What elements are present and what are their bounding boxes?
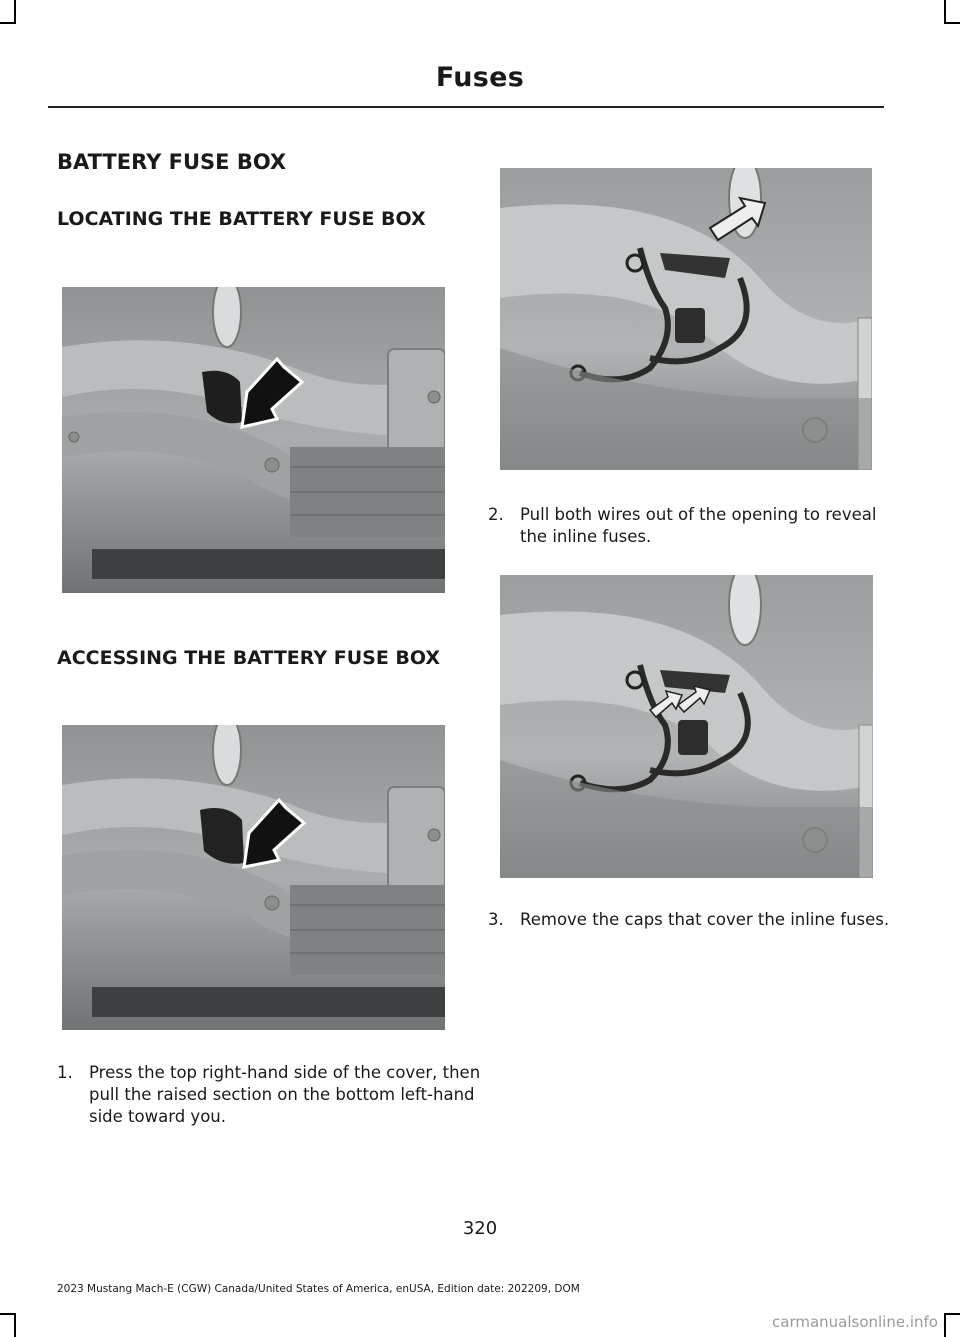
step-2: 2. Pull both wires out of the opening to …: [488, 504, 905, 548]
wires-opening-illustration: [500, 168, 872, 470]
inline-fuses-illustration: [500, 575, 873, 878]
crop-mark: [14, 0, 16, 22]
page-number: 320: [462, 1218, 498, 1239]
crop-mark: [944, 1315, 946, 1337]
crop-mark: [944, 0, 946, 22]
crop-mark: [0, 22, 16, 24]
locating-fuse-box-illustration: [62, 287, 445, 593]
step-text: Press the top right-hand side of the cov…: [89, 1063, 481, 1126]
step-text: Pull both wires out of the opening to re…: [520, 505, 877, 546]
page-title: Fuses: [435, 62, 525, 93]
section-heading: BATTERY FUSE BOX: [57, 150, 287, 174]
step-3: 3. Remove the caps that cover the inline …: [488, 909, 910, 931]
accessing-fuse-box-illustration: [62, 725, 445, 1030]
step-number: 3.: [488, 910, 504, 929]
footer-edition-text: 2023 Mustang Mach-E (CGW) Canada/United …: [57, 1283, 580, 1295]
step-number: 1.: [57, 1063, 73, 1082]
step-1: 1. Press the top right-hand side of the c…: [57, 1062, 484, 1128]
watermark: carmanualsonline.info: [772, 1313, 938, 1331]
crop-mark: [14, 1315, 16, 1337]
crop-mark: [0, 1313, 16, 1315]
header-rule: [48, 106, 884, 108]
crop-mark: [944, 22, 960, 24]
step-text: Remove the caps that cover the inline fu…: [520, 910, 890, 929]
accessing-heading: ACCESSING THE BATTERY FUSE BOX: [57, 647, 441, 669]
step-number: 2.: [488, 505, 504, 524]
crop-mark: [944, 1313, 960, 1315]
locating-heading: LOCATING THE BATTERY FUSE BOX: [57, 208, 426, 230]
